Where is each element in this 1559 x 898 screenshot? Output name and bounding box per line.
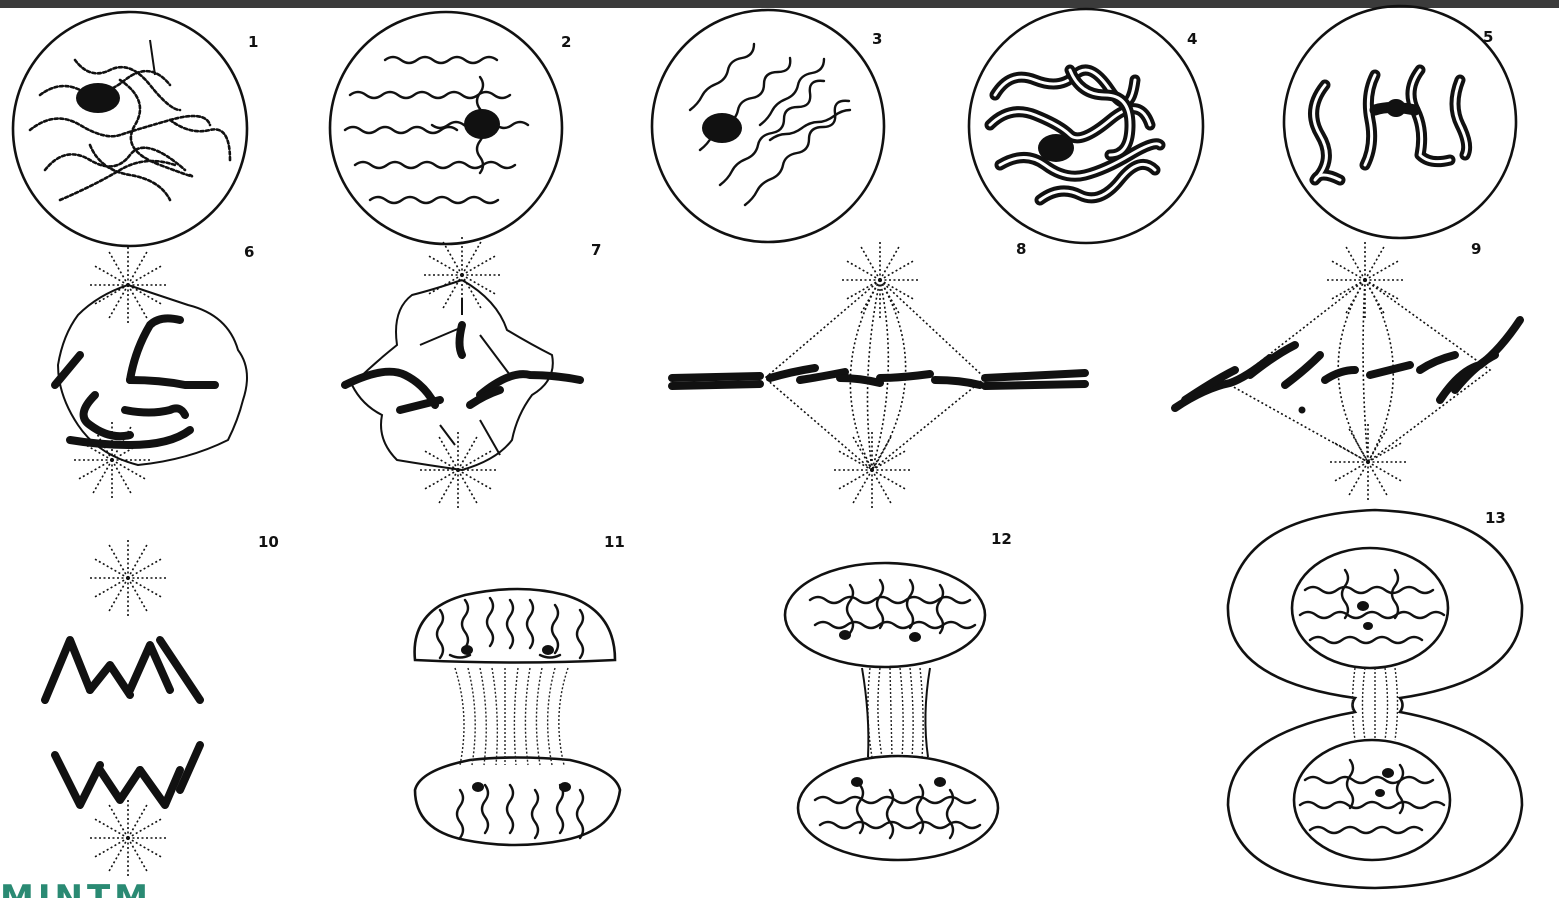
stage-label-6: 6 [244,243,254,261]
stage-label-4: 4 [1187,30,1197,48]
stage-5-cell [1284,6,1516,238]
watermark: MINTM [0,872,400,898]
stage-label-12: 12 [991,530,1012,548]
stage-1-cell [13,12,247,246]
stage-2-cell [330,12,562,244]
stage-label-8: 8 [1016,240,1026,258]
stage-11-cell [415,589,620,845]
stage-label-3: 3 [872,30,882,48]
stage-6-cell [55,245,247,500]
stage-7-cell [345,235,580,510]
stage-3-cell [652,10,884,242]
stage-label-9: 9 [1471,240,1481,258]
stage-label-2: 2 [561,33,571,51]
stage-10-cell [45,538,200,878]
stage-label-13: 13 [1485,509,1506,527]
stage-label-7: 7 [591,241,601,259]
stage-13-cell [1228,510,1522,888]
stage-12-cell [785,563,998,860]
stage-9-cell [1175,240,1520,502]
stage-label-10: 10 [258,533,279,551]
stage-4-cell [969,9,1203,243]
stage-8-cell [672,240,1085,510]
stage-label-1: 1 [248,33,258,51]
stage-label-11: 11 [604,533,625,551]
